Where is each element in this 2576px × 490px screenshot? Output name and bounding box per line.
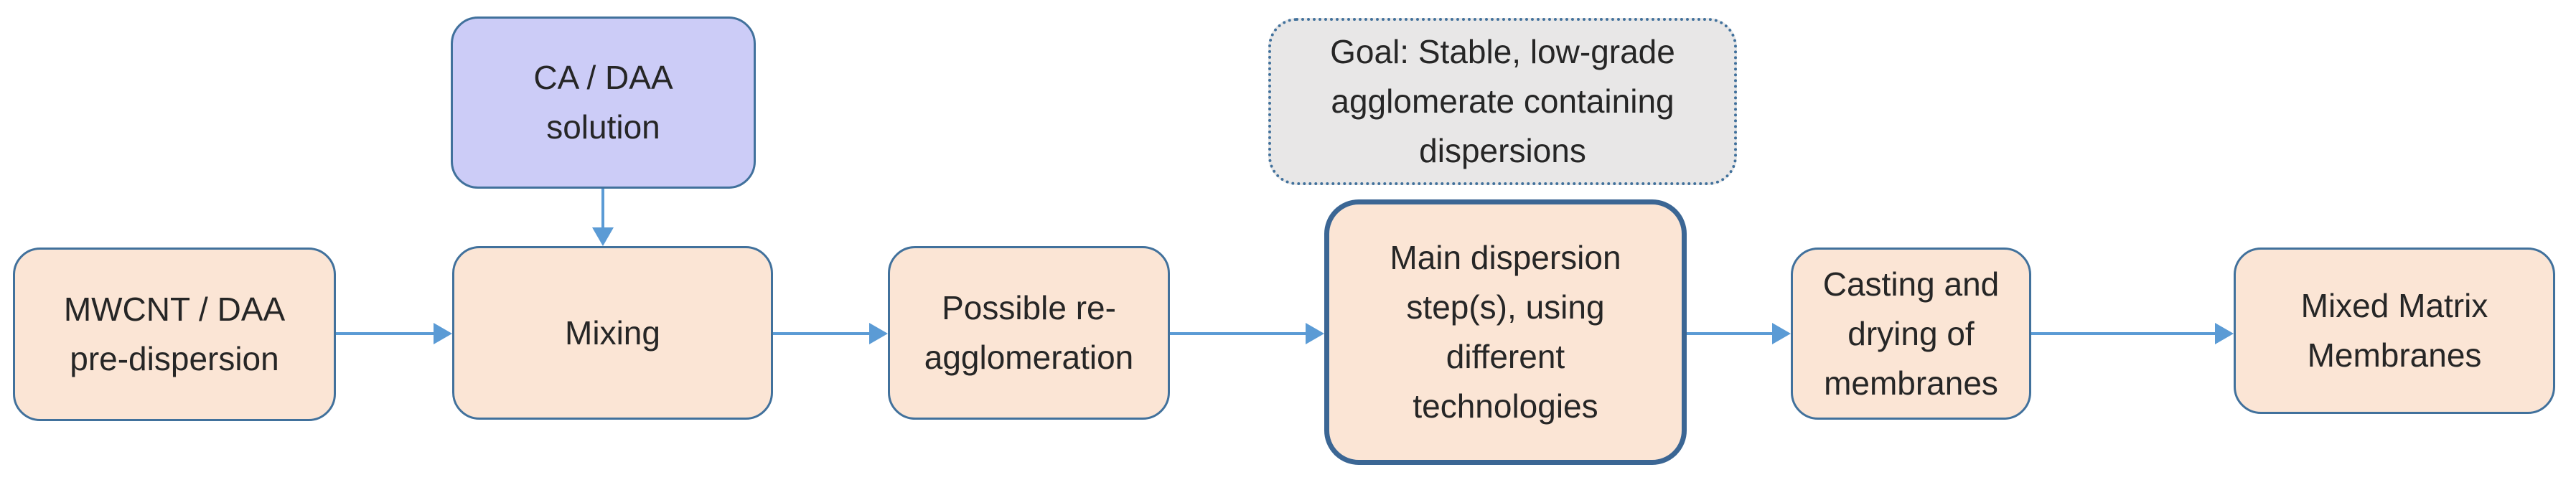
flow-step-casting-and-drying: Casting and drying of membranes bbox=[1791, 248, 2031, 420]
flow-step-label: Possible re- agglomeration bbox=[924, 289, 1134, 376]
flow-step-mwcnt-pre-dispersion: MWCNT / DAA pre-dispersion bbox=[13, 248, 336, 421]
flow-step-label: Main dispersion step(s), using different… bbox=[1390, 239, 1621, 425]
flow-step-label: CA / DAA solution bbox=[533, 59, 673, 146]
arrow-main-dispersion-to-casting bbox=[1687, 323, 1791, 344]
arrow-ca-daa-to-mixing bbox=[592, 189, 614, 246]
arrow-mixing-to-re-agglomeration bbox=[773, 323, 888, 344]
flow-step-main-dispersion: Main dispersion step(s), using different… bbox=[1324, 199, 1687, 465]
flow-step-mixed-matrix-membranes: Mixed Matrix Membranes bbox=[2234, 248, 2555, 414]
flow-step-label: Mixing bbox=[565, 314, 660, 352]
flow-step-label: Casting and drying of membranes bbox=[1822, 265, 2000, 402]
goal-note-label: Goal: Stable, low-grade agglomerate cont… bbox=[1330, 33, 1675, 169]
flow-step-possible-re-agglomeration: Possible re- agglomeration bbox=[888, 246, 1170, 420]
arrow-mwcnt-to-mixing bbox=[336, 323, 452, 344]
flow-step-label: MWCNT / DAA pre-dispersion bbox=[63, 291, 286, 377]
goal-note: Goal: Stable, low-grade agglomerate cont… bbox=[1268, 18, 1737, 185]
arrow-casting-to-mmm bbox=[2031, 323, 2234, 344]
arrow-re-agglomeration-to-main-dispersion bbox=[1170, 323, 1324, 344]
flow-step-mixing: Mixing bbox=[452, 246, 773, 420]
flow-input-ca-daa-solution: CA / DAA solution bbox=[451, 17, 756, 189]
flow-step-label: Mixed Matrix Membranes bbox=[2300, 287, 2488, 374]
